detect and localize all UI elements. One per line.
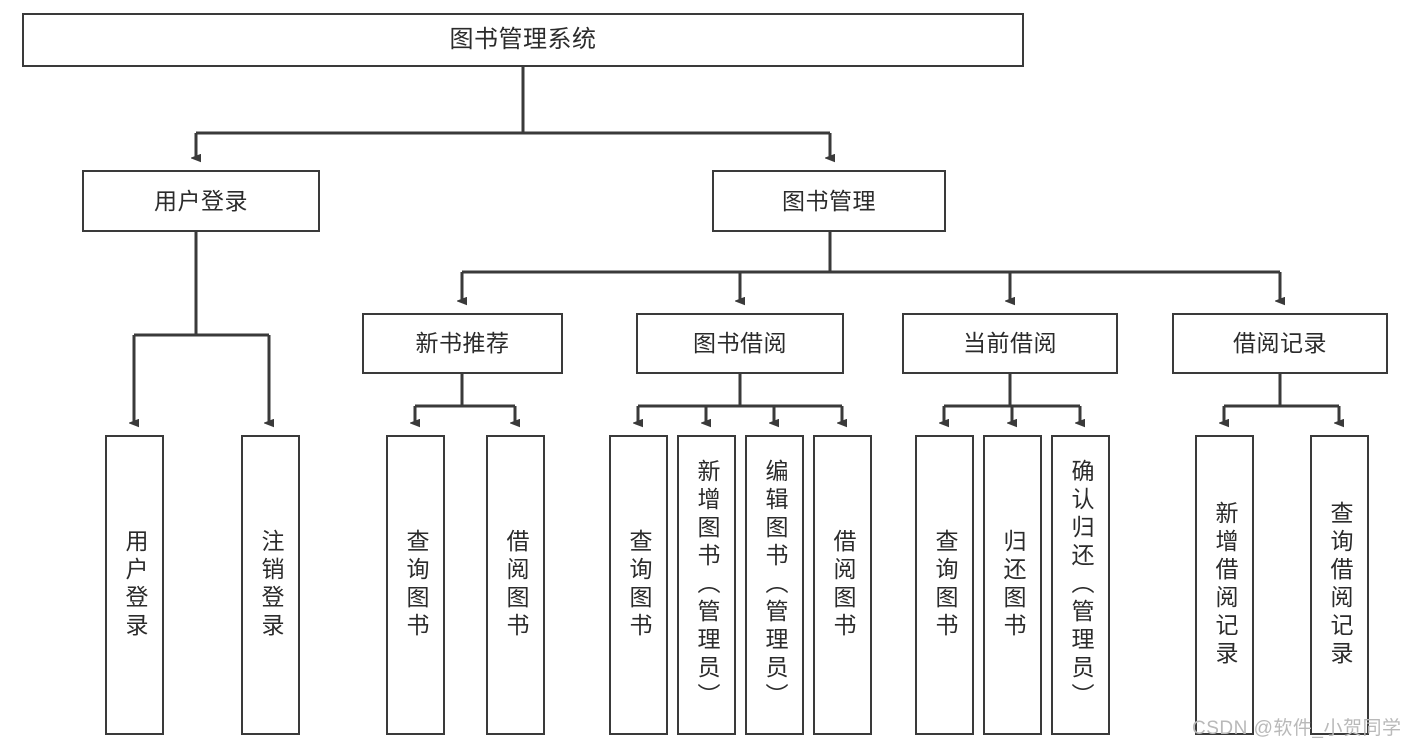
node-label: 新书推荐 [415,330,510,357]
node-label: 借阅记录 [1233,330,1327,357]
leaf-new-book-borrow-book[interactable]: 借阅图书 [486,435,545,735]
node-label: 当前借阅 [963,330,1057,357]
node-label: 新增借阅记录 [1212,501,1238,669]
node-label: 查询图书 [403,529,429,641]
leaf-borrow-query-book[interactable]: 查询图书 [609,435,668,735]
node-user-login[interactable]: 用户登录 [82,170,320,232]
node-label: 查询图书 [626,529,652,641]
node-label: 用户登录 [122,529,148,641]
node-new-book-recommendation[interactable]: 新书推荐 [362,313,563,374]
node-label: 归还图书 [1000,529,1026,641]
leaf-user-login-logout[interactable]: 注销登录 [241,435,300,735]
leaf-new-book-query-book[interactable]: 查询图书 [386,435,445,735]
node-root-book-management-system[interactable]: 图书管理系统 [22,13,1024,67]
leaf-records-add-record[interactable]: 新增借阅记录 [1195,435,1254,735]
node-label: 注销登录 [258,529,284,641]
leaf-borrow-borrow-book[interactable]: 借阅图书 [813,435,872,735]
node-label: 图书借阅 [693,330,787,357]
node-label: 新增图书（管理员） [694,459,720,711]
node-label: 借阅图书 [503,529,529,641]
node-label: 编辑图书（管理员） [762,459,788,711]
node-label: 查询图书 [932,529,958,641]
watermark: CSDN @软件_小贺同学 [1192,718,1402,739]
leaf-borrow-add-book-admin[interactable]: 新增图书（管理员） [677,435,736,735]
leaf-current-confirm-return-admin[interactable]: 确认归还（管理员） [1051,435,1110,735]
leaf-records-query-record[interactable]: 查询借阅记录 [1310,435,1369,735]
node-label: 图书管理系统 [449,26,597,54]
leaf-current-query-book[interactable]: 查询图书 [915,435,974,735]
node-label: 确认归还（管理员） [1068,459,1094,711]
node-label: 查询借阅记录 [1327,501,1353,669]
node-label: 图书管理 [782,187,876,214]
node-book-borrowing[interactable]: 图书借阅 [636,313,844,374]
node-current-borrowing[interactable]: 当前借阅 [902,313,1118,374]
node-borrow-records[interactable]: 借阅记录 [1172,313,1388,374]
leaf-borrow-edit-book-admin[interactable]: 编辑图书（管理员） [745,435,804,735]
leaf-user-login-login[interactable]: 用户登录 [105,435,164,735]
node-label: 用户登录 [154,187,248,214]
node-label: 借阅图书 [830,529,856,641]
leaf-current-return-book[interactable]: 归还图书 [983,435,1042,735]
node-book-management[interactable]: 图书管理 [712,170,946,232]
